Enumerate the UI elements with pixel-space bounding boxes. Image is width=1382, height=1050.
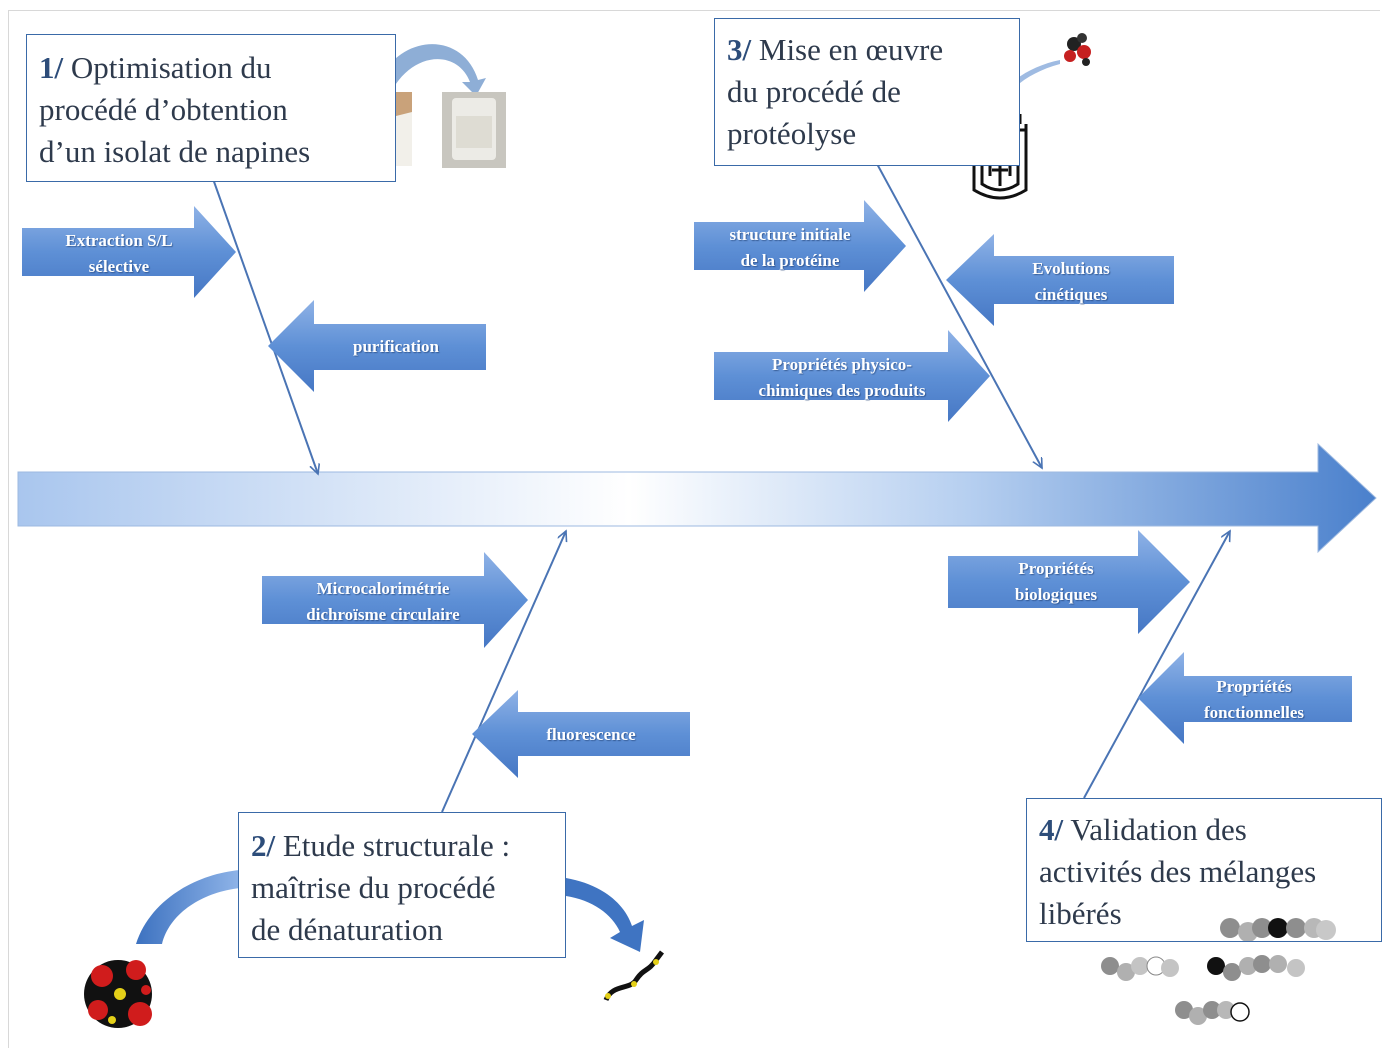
step2-line3: de dénaturation [251,912,443,947]
folded-protein-icon [84,960,152,1028]
step1-line2: procédé d’obtention [39,92,288,127]
label-fluorescence-line1: fluorescence [546,725,636,744]
step3-line3: protéolyse [727,116,857,151]
arrow-fonctionnelles [1138,652,1352,744]
step3-number: 3/ [727,32,752,67]
step3-line1: 3/ Mise en œuvre [727,29,1019,71]
label-structure: structure initiale de la protéine [698,222,882,274]
arrow-microcal [262,552,528,648]
label-biologiques-line2: biologiques [1014,585,1098,604]
label-structure-line2: de la protéine [740,251,840,270]
step4-box: 4/ Validation des activités des mélanges… [1026,798,1382,942]
step1-line1: 1/ Optimisation du [39,47,395,89]
label-extraction-line2: sélective [88,257,150,276]
label-fonctionnelles-line2: fonctionnelles [1203,703,1305,722]
step1-number: 1/ [39,50,64,85]
step1-title: Optimisation du [63,50,272,85]
main-spine-arrow [17,442,1377,554]
step4-title: Validation des [1063,812,1247,847]
step2-title: Etude structurale : [275,828,511,863]
label-microcal-line2: dichroïsme circulaire [306,605,460,624]
branch-line-3 [875,161,1043,468]
label-evolutions-line2: cinétiques [1034,285,1108,304]
step2-line2: maîtrise du procédé [251,870,496,905]
label-extraction: Extraction S/L sélective [30,228,208,280]
label-fonctionnelles-line1: Propriétés [1216,677,1292,696]
arrow-structure [694,200,906,292]
step2-line1: 2/ Etude structurale : [251,825,565,867]
slide-frame [8,10,1380,1048]
label-purification: purification [316,334,476,360]
arrow-purification [268,300,486,392]
curved-arrow-step2-left [136,870,240,944]
powder-jar-photo [442,92,506,168]
branch-line-2 [441,531,566,813]
arrow-extraction [22,206,236,298]
branch-line-4 [1083,531,1231,799]
label-evolutions: Evolutions cinétiques [986,256,1156,308]
label-fluorescence: fluorescence [516,722,666,748]
protein-cluster-icon-small [1064,33,1091,66]
label-microcal: Microcalorimétrie dichroïsme circulaire [270,576,496,628]
arrow-biologiques [948,530,1190,634]
step1-line3: d’un isolat de napines [39,134,311,169]
unfolded-protein-icon [603,950,664,1002]
step3-line2: du procédé de [727,74,901,109]
step4-line2: activités des mélanges [1039,854,1317,889]
label-physico-line1: Propriétés physico- [772,355,912,374]
label-extraction-line1: Extraction S/L [65,231,173,250]
label-physico: Propriétés physico- chimiques des produi… [722,352,962,404]
step4-number: 4/ [1039,812,1064,847]
step4-line1: 4/ Validation des [1039,809,1381,851]
step1-box: 1/ Optimisation du procédé d’obtention d… [26,34,396,182]
label-evolutions-line1: Evolutions [1032,259,1110,278]
label-microcal-line1: Microcalorimétrie [316,579,450,598]
label-physico-line2: chimiques des produits [758,381,926,400]
label-structure-line1: structure initiale [729,225,851,244]
step2-box: 2/ Etude structurale : maîtrise du procé… [238,812,566,958]
label-biologiques: Propriétés biologiques [968,556,1144,608]
branch-line-1 [211,175,318,474]
curved-arrow-step2-right [566,878,644,952]
arrow-evolutions [946,234,1174,326]
step2-number: 2/ [251,828,276,863]
curved-arrow-step1 [372,44,486,104]
step3-box: 3/ Mise en œuvre du procédé de protéolys… [714,18,1020,166]
step3-title: Mise en œuvre [751,32,944,67]
label-fonctionnelles: Propriétés fonctionnelles [1176,674,1332,726]
arrow-fluorescence [472,690,690,778]
peptides-icon [1101,918,1336,1025]
arrow-physico [714,330,990,422]
label-biologiques-line1: Propriétés [1018,559,1094,578]
step4-line3: libérés [1039,896,1122,931]
label-purification-line1: purification [353,337,439,356]
